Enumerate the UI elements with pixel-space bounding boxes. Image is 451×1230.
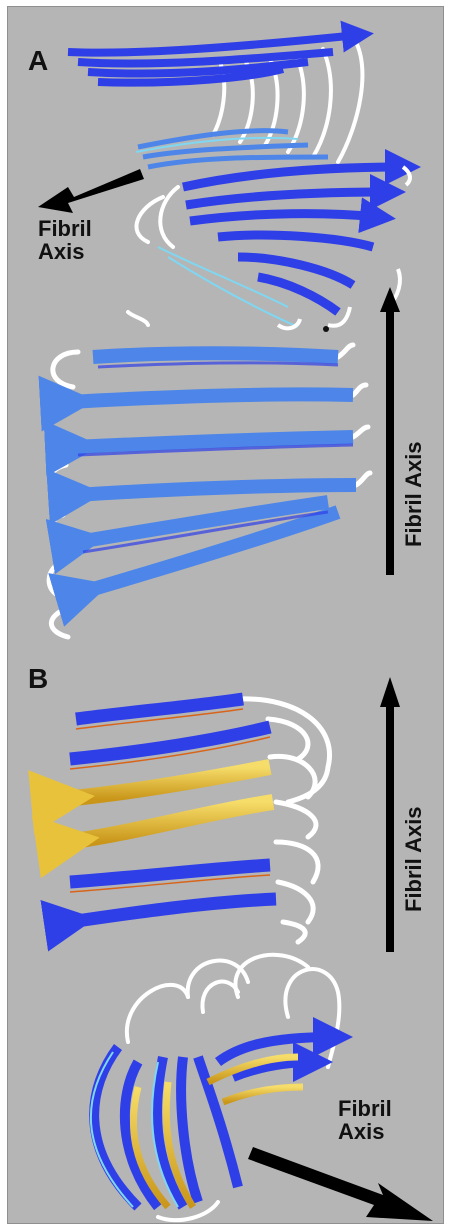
structure-illustrations (8, 7, 444, 1224)
fibril-axis-arrow-2 (380, 287, 400, 575)
fibril-axis-label-4: Fibril Axis (338, 1097, 392, 1143)
panel-b-top-structure (63, 699, 330, 942)
fibril-axis-label-3: Fibril Axis (402, 806, 425, 912)
figure-frame: A B Fibril Axis Fibril Axis Fibril Axis … (7, 6, 444, 1224)
fibril-axis-label-1: Fibril Axis (38, 217, 92, 263)
fibril-axis-arrow-4 (248, 1147, 433, 1221)
panel-b-label: B (28, 665, 48, 693)
fibril-axis-label-2: Fibril Axis (402, 441, 425, 547)
panel-b-bottom-structure (91, 955, 339, 1220)
panel-a-label: A (28, 47, 48, 75)
panel-a-bottom-structure (49, 345, 370, 637)
fibril-axis-arrow-1 (38, 169, 144, 213)
fibril-axis-arrow-3 (380, 677, 400, 952)
